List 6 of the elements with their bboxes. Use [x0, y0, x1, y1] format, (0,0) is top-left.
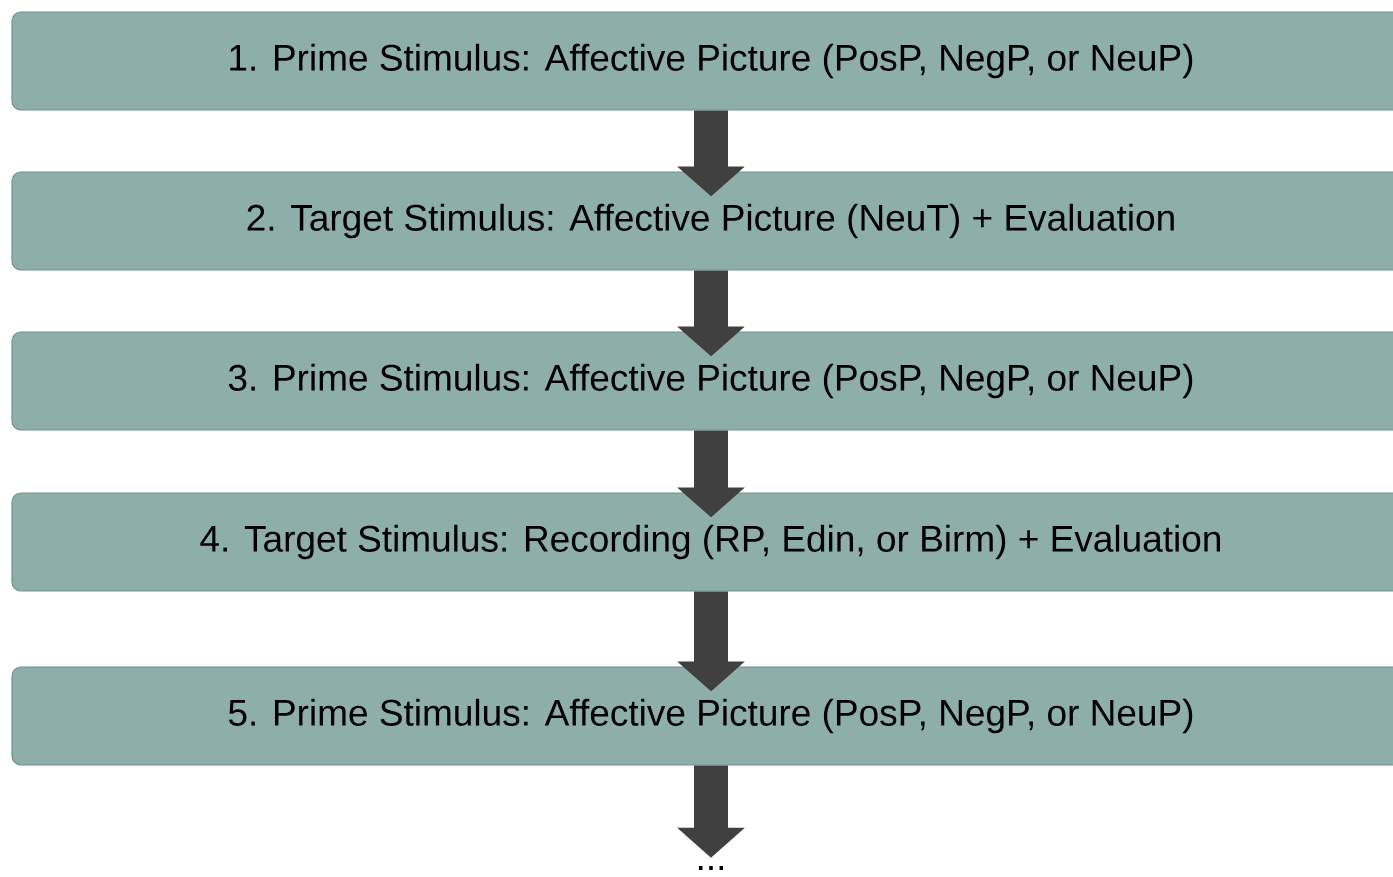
step-box: 5. Prime Stimulus: Affective Picture (PosP, NegP, or NeuP)	[11, 666, 1393, 766]
step-box: 1. Prime Stimulus: Affective Picture (PosP, NegP, or NeuP)	[11, 11, 1393, 111]
step-box: 4. Target Stimulus: Recording (RP, Edin, or Birm) + Evaluation	[11, 492, 1393, 592]
ellipsis-text: ...	[698, 866, 724, 870]
step-box: 2. Target Stimulus: Affective Picture (NeuT) + Evaluation	[11, 171, 1393, 271]
step-box: 3. Prime Stimulus: Affective Picture (PosP, NegP, or NeuP)	[11, 331, 1393, 431]
